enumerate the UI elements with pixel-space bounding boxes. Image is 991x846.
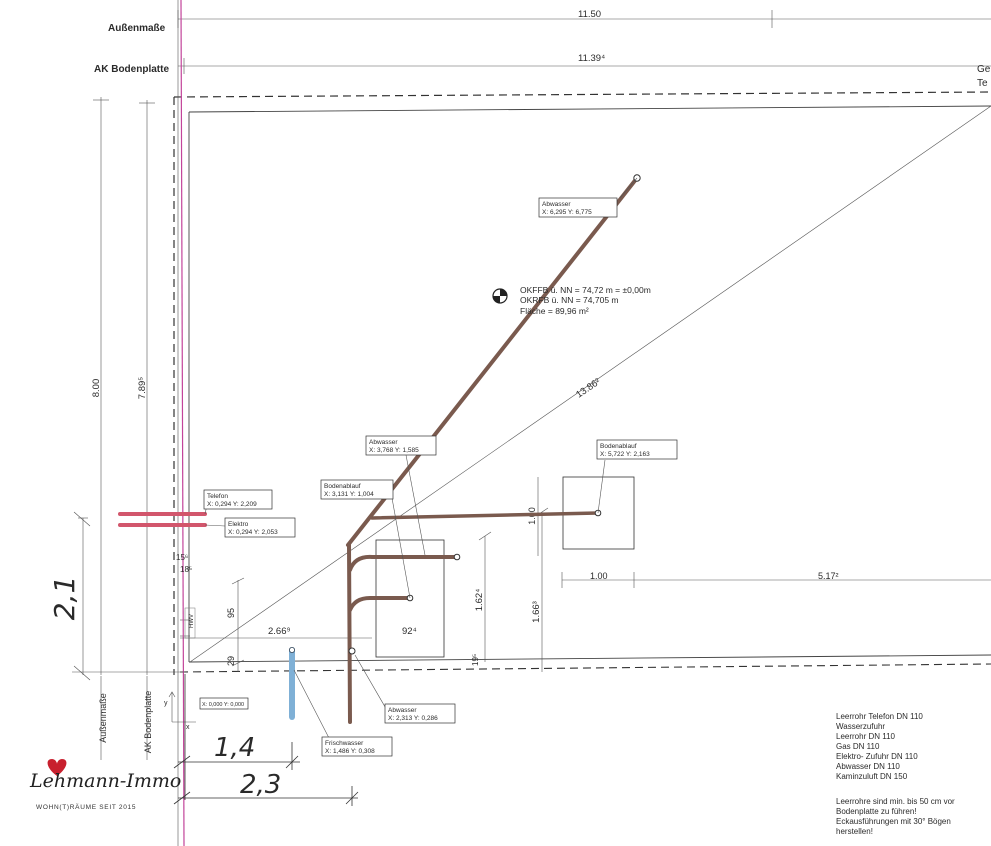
legend-item: Leerrohr Telefon DN 110 <box>836 712 923 721</box>
handwritten-1-4: 1,4 <box>214 733 255 763</box>
tag-abwasser-mid-title: Abwasser <box>369 439 398 446</box>
dim-19: 19⁵ <box>471 654 480 666</box>
bottom-hand-dims <box>173 674 359 806</box>
tag-abwasser-top-coords: X: 6,295 Y: 6,775 <box>542 209 592 216</box>
legend-item: Elektro- Zufuhr DN 110 <box>836 752 918 761</box>
dim-1-00-horizontal: 1.00 <box>590 571 608 581</box>
origin-marker: y x <box>164 691 249 731</box>
dim-18: 18⁵ <box>180 565 192 574</box>
edge-text-1: Ge <box>977 64 991 75</box>
tag-abwasser-low <box>384 703 456 724</box>
right-inner-dims <box>478 477 991 672</box>
dim-95: 95 <box>226 608 236 618</box>
dim-29: 29 <box>226 656 236 666</box>
tag-elektro <box>224 517 296 538</box>
legend-item: Wasserzufuhr <box>836 722 885 731</box>
tag-frischwasser <box>321 736 393 757</box>
okffb-text: OKFFB ü. NN = 74,72 m = ±0,00m <box>520 285 651 295</box>
dim-1-62: 1.62⁴ <box>474 589 485 612</box>
flaeche-text: Fläche = 89,96 m² <box>520 306 589 316</box>
label-aussenmasse-bottom: Außenmaße <box>98 693 108 743</box>
tag-telefon-title: Telefon <box>207 493 228 500</box>
dim-2-66: 2.66⁹ <box>268 626 291 637</box>
tag-bodenablauf-left-title: Bodenablauf <box>324 483 361 490</box>
rose-icon <box>47 759 67 776</box>
legend-item: Kaminzuluft DN 150 <box>836 772 908 781</box>
dim-15: 15⁶ <box>176 553 188 562</box>
tag-telefon-coords: X: 0,294 Y: 2,209 <box>207 501 257 508</box>
legend-note-line: Eckausführungen mit 30° Bögen <box>836 817 951 826</box>
label-ak-bodenplatte-bottom: AK Bodenplatte <box>143 691 153 754</box>
legend-note-line: Leerrohre sind min. bis 50 cm vor <box>836 797 955 806</box>
dim-7-89: 7.89⁵ <box>137 377 148 399</box>
origin-coords: X: 0,000 Y: 0,000 <box>202 702 244 708</box>
tag-abwasser-low-coords: X: 2,313 Y: 0,286 <box>388 715 438 722</box>
label-aussenmasse-top: Außenmaße <box>108 23 166 34</box>
tag-bodenablauf-left-coords: X: 3,131 Y: 1,004 <box>324 491 374 498</box>
logo-tagline: WOHN(T)RÄUME SEIT 2015 <box>36 804 137 811</box>
svg-text:y: y <box>164 700 168 707</box>
tag-elektro-title: Elektro <box>228 521 249 528</box>
tag-bodenablauf-right <box>596 439 678 460</box>
dim-diagonal: 13.86² <box>574 376 602 400</box>
magenta-reference-line <box>180 0 185 846</box>
left-vertical-dimensions <box>72 97 185 681</box>
building-outline <box>173 91 991 675</box>
tag-bodenablauf-left <box>320 479 394 500</box>
tag-abwasser-top-title: Abwasser <box>542 201 571 208</box>
legend-item: Abwasser DN 110 <box>836 762 900 771</box>
telefon-elektro-pipes <box>118 512 207 527</box>
tag-frischwasser-coords: X: 1,486 Y: 0,308 <box>325 748 375 755</box>
abwasser-pipes <box>346 174 641 724</box>
tag-bodenablauf-right-coords: X: 5,722 Y: 2,163 <box>600 451 650 458</box>
dim-5-17: 5.17² <box>818 571 839 581</box>
dim-aussenmasse-width: 11.50 <box>578 9 601 20</box>
edge-text-2: Te <box>977 78 988 89</box>
legend-item: Gas DN 110 <box>836 742 880 751</box>
tag-bodenablauf-right-title: Bodenablauf <box>600 443 637 450</box>
legend: Leerrohr Telefon DN 110 Wasserzufuhr Lee… <box>836 712 955 836</box>
tag-telefon <box>203 489 273 510</box>
label-ak-bodenplatte-top: AK Bodenplatte <box>94 64 169 75</box>
tag-elektro-coords: X: 0,294 Y: 2,053 <box>228 529 278 536</box>
handwritten-2-1: 2,1 <box>48 576 81 621</box>
legend-item: Leerrohr DN 110 <box>836 732 896 741</box>
diagonal-line <box>189 105 991 663</box>
handwritten-2-3: 2,3 <box>240 770 281 800</box>
tag-frischwasser-title: Frischwasser <box>325 740 364 747</box>
tag-abwasser-top <box>538 197 618 218</box>
legend-note-line: Bodenplatte zu führen! <box>836 807 917 816</box>
leader-lines <box>204 177 638 741</box>
legend-note-line: herstellen! <box>836 827 873 836</box>
tag-abwasser-mid <box>365 435 437 456</box>
tag-abwasser-low-title: Abwasser <box>388 707 417 714</box>
company-logo: Lehmann-Immo WOHN(T)RÄUME SEIT 2015 <box>22 752 192 822</box>
logo-name: Lehmann-Immo <box>30 770 182 792</box>
dim-bodenplatte-width: 11.39⁴ <box>578 53 605 64</box>
dim-92: 92⁴ <box>402 626 417 637</box>
okrfb-text: OKRFB ü. NN = 74,705 m <box>520 295 619 305</box>
hwv-label: HWV <box>189 614 195 628</box>
height-reference-icon <box>492 288 508 304</box>
tag-abwasser-mid-coords: X: 3,768 Y: 1,585 <box>369 447 419 454</box>
svg-text:x: x <box>186 724 190 731</box>
dim-8-00: 8.00 <box>91 379 102 398</box>
inner-dim-lines <box>180 577 372 672</box>
dim-1-66: 1.66³ <box>531 601 542 623</box>
